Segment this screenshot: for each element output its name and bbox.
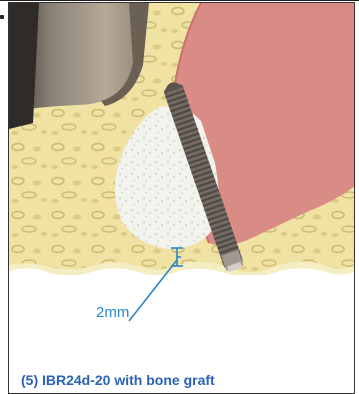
bullet-marker: [0, 15, 4, 19]
illustration-frame: 2mm (5) IBR24d-20 with bone graft: [8, 2, 355, 394]
measurement-label: 2mm: [96, 304, 129, 321]
figure-caption: (5) IBR24d-20 with bone graft: [21, 372, 215, 388]
dental-implant-illustration: [9, 3, 355, 394]
page-top-border: [0, 0, 359, 1]
